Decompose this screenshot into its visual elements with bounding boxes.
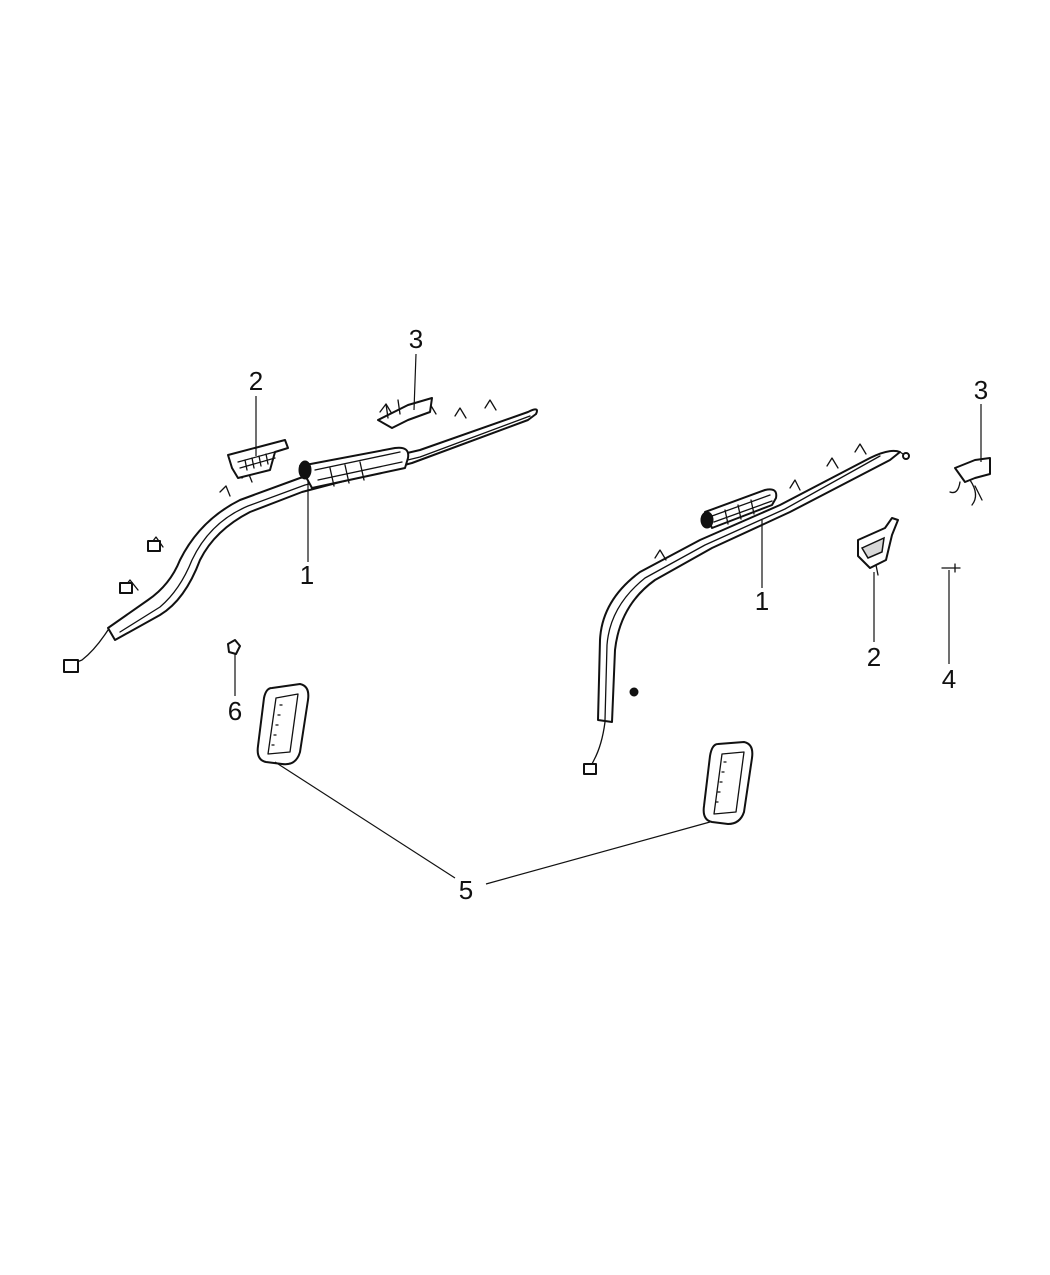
pin [941, 563, 961, 573]
right-seat-airbag [702, 741, 754, 825]
leader-lines [234, 353, 982, 885]
right-clip [949, 457, 991, 506]
callout-2-right: 2 [867, 642, 881, 672]
callout-1-right: 1 [755, 586, 769, 616]
callout-4: 4 [942, 664, 956, 694]
right-curtain-airbag [583, 443, 910, 775]
left-seat-airbag [256, 683, 310, 766]
left-clip [377, 397, 433, 429]
callout-5: 5 [459, 875, 473, 905]
left-curtain-airbag [63, 399, 538, 673]
left-bracket [227, 439, 289, 479]
nut [227, 639, 241, 655]
callout-6: 6 [228, 696, 242, 726]
callout-1-left: 1 [300, 560, 314, 590]
callout-2-left: 2 [249, 366, 263, 396]
callout-3-left: 3 [409, 324, 423, 354]
right-bracket [857, 517, 899, 576]
callout-3-right: 3 [974, 375, 988, 405]
